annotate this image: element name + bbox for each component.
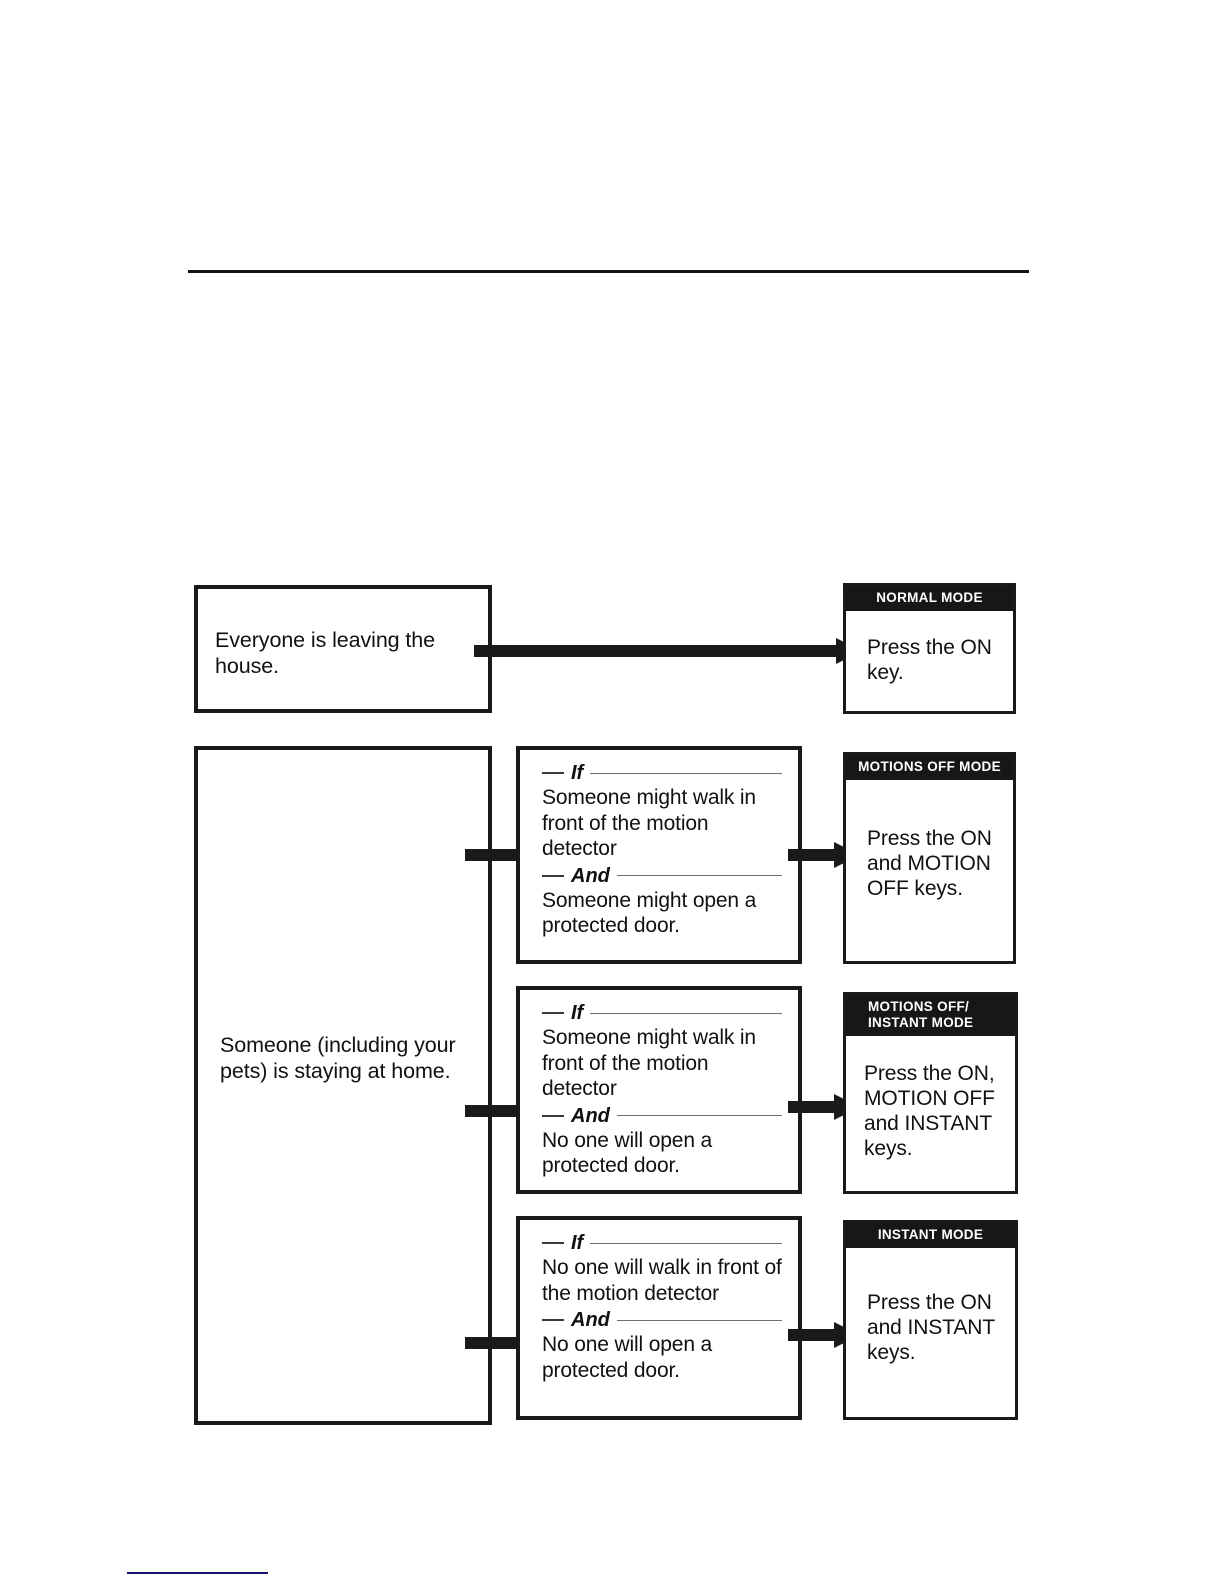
arrow-shaft (474, 645, 840, 657)
rule-right-icon (590, 772, 782, 774)
condition-2-if-text: Someone might walk in front of the motio… (542, 1026, 756, 1100)
mode-box-motions-off: MOTIONS OFF MODE Press the ON and MOTION… (843, 752, 1016, 964)
mode-box-normal: NORMAL MODE Press the ON key. (843, 583, 1016, 714)
rule-left-icon (542, 1242, 564, 1244)
mode-normal-header: NORMAL MODE (846, 586, 1013, 611)
scenario-leaving-label: Everyone is leaving the house. (215, 628, 435, 678)
rule-right-icon (616, 1319, 782, 1321)
mode-instant-instruction: Press the ON and INSTANT keys. (867, 1291, 995, 1364)
condition-1-and-text: Someone might open a protected door. (542, 888, 757, 938)
mode-box-instant: INSTANT MODE Press the ON and INSTANT ke… (843, 1220, 1018, 1420)
rule-right-icon (590, 1242, 782, 1244)
condition-1-if-keyword: If (571, 762, 584, 784)
rule-left-icon (542, 1319, 564, 1321)
condition-1-if-text: Someone might walk in front of the motio… (542, 786, 756, 860)
rule-left-icon (542, 1012, 564, 1014)
top-horizontal-rule (188, 270, 1029, 273)
mode-instant-header: INSTANT MODE (846, 1223, 1015, 1248)
mode-motions-off-header: MOTIONS OFF MODE (846, 755, 1013, 780)
scenario-staying-label: Someone (including your pets) is staying… (220, 1033, 456, 1083)
scenario-box-staying: Someone (including your pets) is staying… (194, 746, 492, 1425)
arrow-shaft (788, 849, 838, 861)
mode-motions-off-instant-instruction: Press the ON, MOTION OFF and INSTANT key… (864, 1062, 995, 1160)
mode-motions-off-instruction: Press the ON and MOTION OFF keys. (867, 827, 992, 900)
condition-3-if-keyword: If (571, 1232, 584, 1254)
condition-box-3: If No one will walk in front of the moti… (516, 1216, 802, 1420)
arrow-leaving-to-normal-mode (474, 638, 864, 664)
arrow-shaft (788, 1329, 838, 1341)
condition-3-if-text: No one will walk in front of the motion … (542, 1256, 782, 1305)
arrow-shaft (788, 1101, 838, 1113)
condition-1-and-keyword: And (571, 864, 610, 887)
rule-right-icon (616, 875, 782, 876)
mode-motions-off-instant-header-line1: MOTIONS OFF/ (868, 999, 970, 1014)
connector-staying-to-condition-3 (465, 1337, 527, 1349)
rule-left-icon (542, 1114, 564, 1117)
mode-box-motions-off-instant: MOTIONS OFF/ INSTANT MODE Press the ON, … (843, 992, 1018, 1194)
condition-2-and-row: And (542, 1105, 786, 1127)
rule-left-icon (542, 874, 564, 877)
condition-3-if-row: If (542, 1232, 786, 1254)
scenario-box-leaving: Everyone is leaving the house. (194, 585, 492, 713)
condition-3-and-row: And (542, 1309, 786, 1331)
mode-normal-instruction: Press the ON key. (867, 636, 992, 684)
condition-2-and-text: No one will open a protected door. (542, 1128, 713, 1178)
rule-right-icon (590, 1012, 782, 1014)
condition-1-if-row: If (542, 762, 786, 784)
rule-left-icon (542, 772, 564, 774)
condition-3-and-text: No one will open a protected door. (542, 1333, 713, 1382)
condition-2-and-keyword: And (571, 1104, 610, 1127)
connector-staying-to-condition-2 (465, 1105, 527, 1117)
condition-2-if-keyword: If (571, 1002, 584, 1024)
mode-motions-off-instant-header-line2: INSTANT MODE (868, 1015, 974, 1030)
condition-3-and-keyword: And (571, 1309, 610, 1331)
footnote-separator-rule (127, 1572, 268, 1574)
condition-1-and-row: And (542, 865, 786, 887)
connector-staying-to-condition-1 (465, 849, 527, 861)
condition-box-2: If Someone might walk in front of the mo… (516, 986, 802, 1194)
rule-right-icon (616, 1115, 782, 1116)
condition-2-if-row: If (542, 1002, 786, 1024)
mode-motions-off-instant-header: MOTIONS OFF/ INSTANT MODE (846, 995, 1015, 1036)
condition-box-1: If Someone might walk in front of the mo… (516, 746, 802, 964)
